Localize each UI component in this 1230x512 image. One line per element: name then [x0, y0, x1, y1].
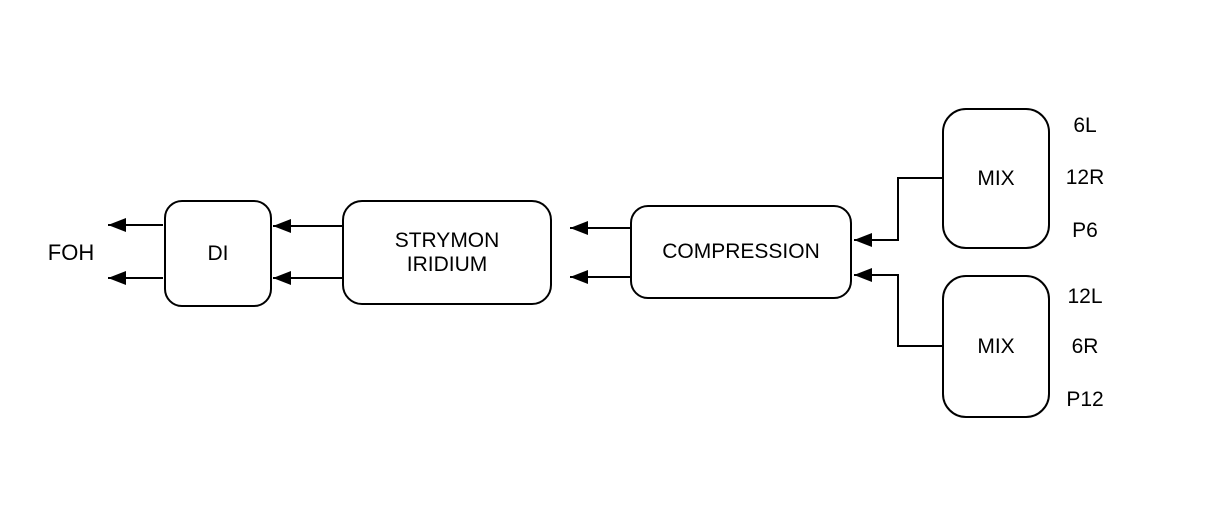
- node-strymon-iridium-label: STRYMON IRIDIUM: [394, 228, 500, 276]
- node-di: DI: [164, 200, 272, 307]
- node-mix-bottom: MIX: [942, 275, 1050, 418]
- connector-mix-bottom-to-compression: [854, 268, 942, 347]
- port-label-p6: P6: [1072, 219, 1098, 242]
- port-label-6r: 6R: [1071, 335, 1099, 358]
- port-label-12r: 12R: [1065, 166, 1105, 189]
- port-label-p12: P12: [1066, 388, 1104, 411]
- node-mix-top: MIX: [942, 108, 1050, 249]
- node-mix-top-label: MIX: [977, 166, 1015, 190]
- node-compression-label: COMPRESSION: [662, 240, 820, 263]
- port-label-6l: 6L: [1073, 114, 1097, 137]
- node-di-label: DI: [207, 241, 229, 265]
- foh-label: FOH: [47, 240, 95, 265]
- node-strymon-iridium: STRYMON IRIDIUM: [342, 200, 552, 305]
- node-mix-bottom-label: MIX: [977, 334, 1015, 358]
- connector-mix-top-to-compression: [854, 177, 942, 247]
- port-label-12l: 12L: [1067, 285, 1103, 308]
- node-compression: COMPRESSION: [630, 205, 852, 299]
